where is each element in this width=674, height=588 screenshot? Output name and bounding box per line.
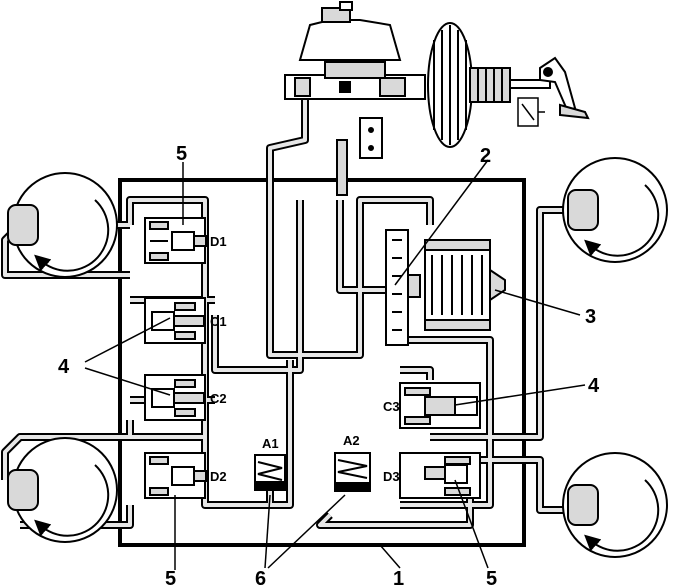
wheel-brake-rear-right xyxy=(562,452,668,558)
label-c1: C1 xyxy=(210,314,227,329)
accumulator-a2 xyxy=(334,452,371,492)
label-a1: A1 xyxy=(262,436,279,451)
proportioning-valve xyxy=(336,117,383,196)
accumulator-a1 xyxy=(254,454,286,491)
valve-block-c3 xyxy=(399,382,481,429)
callout-1: 1 xyxy=(393,568,404,588)
label-d1: D1 xyxy=(210,234,227,249)
callout-4-right: 4 xyxy=(588,375,600,397)
callout-6: 6 xyxy=(255,568,266,588)
callout-3: 3 xyxy=(585,306,596,328)
pump-unit xyxy=(385,229,421,346)
wheel-brake-front-left xyxy=(7,172,118,278)
callout-5-top: 5 xyxy=(176,143,187,165)
label-c2: C2 xyxy=(210,391,227,406)
master-cylinder xyxy=(284,1,426,100)
brake-booster xyxy=(427,22,551,148)
valve-block-d3 xyxy=(399,452,481,499)
brake-light-switch xyxy=(517,97,545,127)
label-d3: D3 xyxy=(383,469,400,484)
wheel-brake-rear-left xyxy=(7,437,118,543)
callout-5-bottom-left: 5 xyxy=(165,568,176,588)
valve-block-c2 xyxy=(144,374,206,421)
brake-pedal xyxy=(539,56,590,120)
label-d2: D2 xyxy=(210,469,227,484)
valve-block-c1 xyxy=(144,297,206,344)
valve-block-d1 xyxy=(144,217,207,264)
brake-pipes xyxy=(1,95,580,529)
label-a2: A2 xyxy=(343,433,360,448)
callout-4-left: 4 xyxy=(58,356,70,378)
label-c3: C3 xyxy=(383,399,400,414)
wheel-brake-front-right xyxy=(562,157,668,263)
callout-5-bottom-right: 5 xyxy=(486,568,497,588)
valve-block-d2 xyxy=(144,452,207,499)
callout-2: 2 xyxy=(480,145,491,167)
leader-lines xyxy=(84,159,586,570)
